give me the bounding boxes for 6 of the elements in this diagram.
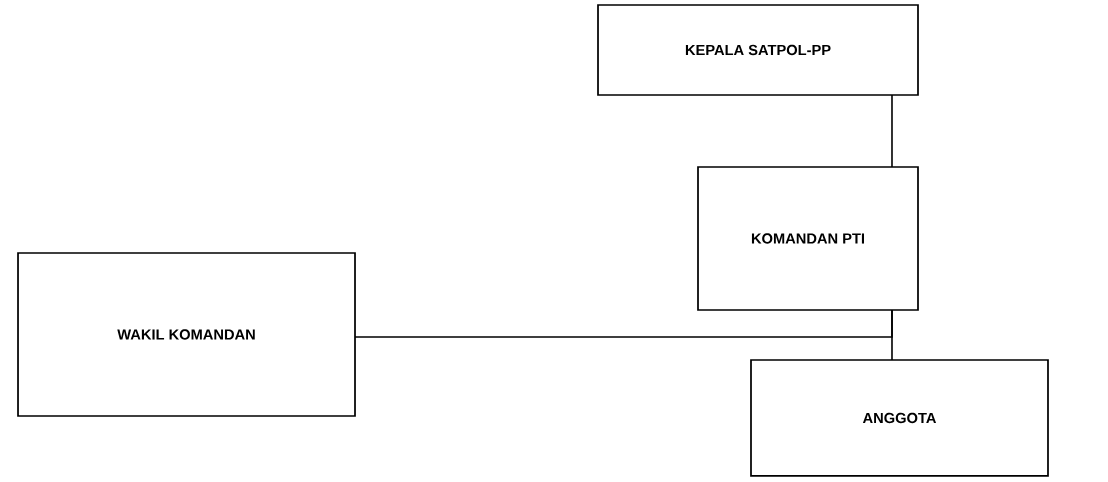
org-box: KOMANDAN PTI xyxy=(697,166,919,311)
connector-line xyxy=(354,309,893,338)
org-box: KEPALA SATPOL-PP xyxy=(597,4,919,96)
connector-line xyxy=(891,94,893,168)
org-box: ANGGOTA xyxy=(750,359,1049,477)
org-box: WAKIL KOMANDAN xyxy=(17,252,356,417)
